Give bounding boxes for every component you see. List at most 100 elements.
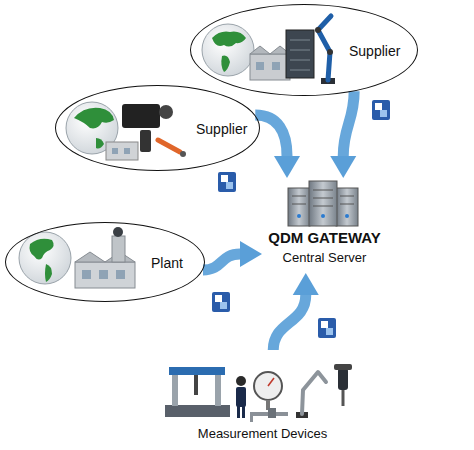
globe-icon xyxy=(30,239,54,260)
cmm-machine-icon xyxy=(215,373,221,406)
measuring-arm-icon xyxy=(327,49,333,55)
caliper-icon xyxy=(250,408,288,422)
flow-arrow-head xyxy=(293,273,319,295)
node-label: Supplier xyxy=(349,43,400,60)
server-node: QDM GATEWAY Central Server xyxy=(262,178,387,273)
node-label: Plant xyxy=(151,255,183,272)
cmm-machine-icon xyxy=(165,367,230,417)
dial-gauge-icon xyxy=(254,372,282,410)
node-sublabel: Central Server xyxy=(283,250,367,266)
factory-icon xyxy=(106,142,138,160)
cmm-machine-icon xyxy=(169,367,225,375)
server-icon xyxy=(297,214,301,218)
server-icon xyxy=(313,190,333,191)
supplier-ellipse: Supplier xyxy=(190,4,418,96)
operator-figure xyxy=(242,406,245,418)
gateway-icon xyxy=(326,328,333,335)
gateway-icon xyxy=(218,172,236,192)
factory-icon xyxy=(75,262,135,288)
gateway-icon xyxy=(215,295,222,302)
operator-figure xyxy=(236,376,246,386)
factory-icon xyxy=(116,270,125,279)
flow-arrow xyxy=(273,273,319,350)
server-icon xyxy=(292,204,306,205)
supplier-ellipse: Supplier xyxy=(55,85,260,171)
node-label: QDM GATEWAY xyxy=(268,229,381,247)
gateway-icon xyxy=(321,321,328,328)
flow-arrow-shaft xyxy=(203,254,240,270)
gateway-icon xyxy=(380,110,387,117)
flow-arrow xyxy=(203,241,262,270)
factory-icon xyxy=(250,46,290,54)
globe-icon xyxy=(202,24,254,76)
factory-icon xyxy=(113,227,123,237)
globe-icon xyxy=(45,264,52,282)
scanner-icon xyxy=(334,364,352,406)
gateway-icon xyxy=(372,100,390,120)
caliper-icon xyxy=(250,412,253,422)
flow-arrow-shaft xyxy=(273,295,306,350)
server-icon xyxy=(313,198,333,199)
gateway-icon xyxy=(226,182,233,189)
probe-icon xyxy=(158,140,180,152)
measuring-arm-icon xyxy=(315,16,335,84)
globe-icon xyxy=(221,56,230,72)
server-icon xyxy=(345,214,349,218)
scanner-icon xyxy=(338,368,348,390)
operator-figure xyxy=(236,376,246,418)
factory-icon xyxy=(75,227,135,288)
flow-arrow-head xyxy=(330,156,356,178)
cmm-machine-icon xyxy=(172,373,178,406)
cmm-machine-icon xyxy=(165,405,230,417)
flow-arrow xyxy=(330,91,356,178)
flow-arrow-head xyxy=(274,156,300,178)
server-rack-icon xyxy=(290,40,310,41)
gateway-icon xyxy=(318,318,336,338)
gateway-icon xyxy=(212,292,230,312)
gateway-icon xyxy=(218,172,236,192)
probe-icon xyxy=(158,140,186,157)
factory-icon xyxy=(272,62,280,70)
scanner-icon xyxy=(342,390,345,406)
gateway-icon xyxy=(212,292,230,312)
server-icon xyxy=(309,181,337,226)
globe-icon xyxy=(212,32,246,47)
globe-icon xyxy=(74,108,114,129)
measuring-arm-icon xyxy=(302,372,326,414)
globe-icon xyxy=(202,24,254,76)
node-label: Supplier xyxy=(196,121,247,138)
server-rack-icon xyxy=(286,30,314,78)
server-icon xyxy=(340,196,354,197)
factory-icon xyxy=(112,148,118,154)
device-group: Measurement Devices xyxy=(155,350,370,445)
factory-icon xyxy=(106,142,138,160)
server-icon xyxy=(313,206,333,207)
globe-icon xyxy=(96,138,104,149)
measuring-arm-icon xyxy=(315,27,321,33)
gateway-icon xyxy=(375,103,382,110)
server-icon xyxy=(321,214,325,218)
server-rack-icon xyxy=(286,30,314,78)
measuring-arm-icon xyxy=(318,16,331,80)
device-case-icon xyxy=(159,105,173,119)
gateway-icon xyxy=(318,318,336,338)
probe-icon xyxy=(180,151,186,157)
server-rack-icon xyxy=(290,70,310,71)
flow-arrow-shaft xyxy=(343,91,354,156)
cmm-machine-icon xyxy=(194,375,198,395)
node-label: Measurement Devices xyxy=(198,426,327,442)
factory-icon xyxy=(82,270,91,279)
server-rack-icon xyxy=(290,60,310,61)
server-icon xyxy=(288,181,358,226)
dial-gauge-icon xyxy=(268,378,274,386)
plant-ellipse: Plant xyxy=(5,222,205,302)
server-rack-icon xyxy=(290,50,310,51)
server-icon xyxy=(292,196,306,197)
flow-arrow-head xyxy=(240,241,262,267)
device-case-icon xyxy=(122,104,160,128)
operator-figure xyxy=(237,406,240,418)
